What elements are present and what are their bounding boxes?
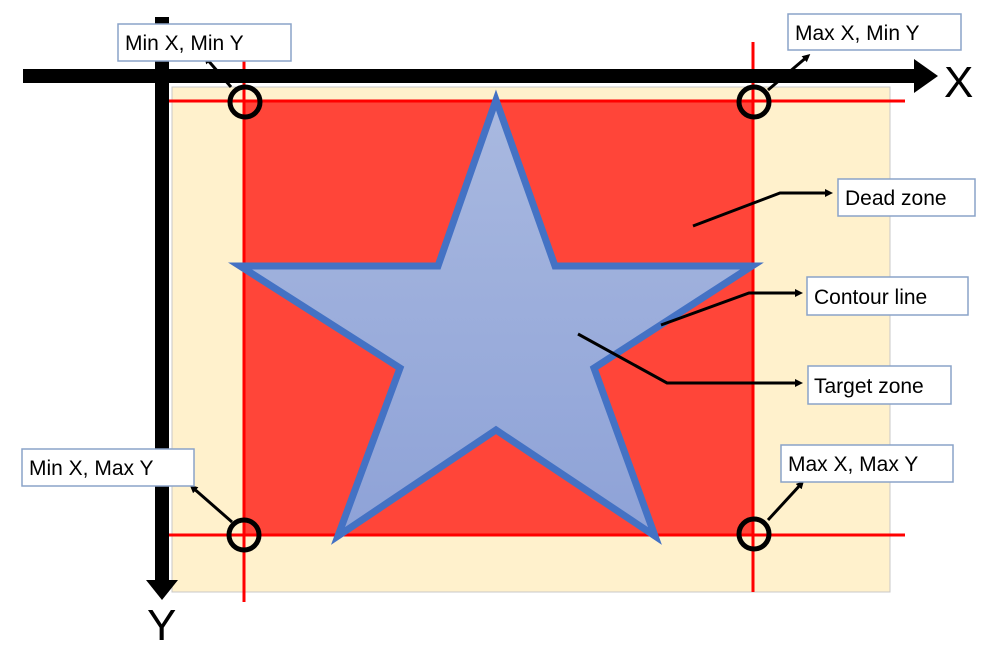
y-axis-label: Y: [147, 601, 176, 647]
arrow-contour-line: [660, 289, 803, 327]
x-axis-label: X: [944, 58, 973, 107]
corner-markers: [226, 84, 772, 553]
callout-min-x-min-y: Min X, Min Y: [117, 23, 292, 62]
label-contour-line: Contour line: [814, 286, 927, 309]
arrow-target-zone: [577, 332, 803, 387]
arrow-max-x-min-y: [767, 54, 811, 92]
boundary-lines: [158, 42, 905, 602]
arrow-min-x-min-y: [204, 55, 233, 88]
label-min-x-max-y: Min X, Max Y: [29, 457, 153, 480]
corner-circle-min-x-min-y: [227, 84, 263, 120]
callout-max-x-max-y: Max X, Max Y: [780, 444, 954, 483]
corner-circle-max-x-max-y: [736, 516, 772, 552]
corner-circle-max-x-min-y: [736, 84, 772, 120]
x-axis-arrow: [23, 59, 938, 93]
leader-arrows: [189, 54, 833, 524]
target-zone-star: [227, 89, 764, 545]
callout-max-x-min-y: Max X, Min Y: [787, 13, 962, 51]
y-axis-arrow: [146, 17, 178, 600]
label-target-zone: Target zone: [814, 375, 924, 398]
callout-target-zone: Target zone: [807, 365, 952, 405]
callout-contour-line: Contour line: [806, 276, 969, 316]
label-dead-zone: Dead zone: [845, 187, 947, 210]
label-max-x-min-y: Max X, Min Y: [795, 22, 919, 45]
label-min-x-min-y: Min X, Min Y: [125, 32, 244, 55]
corner-circle-min-x-max-y: [226, 517, 262, 553]
label-max-x-max-y: Max X, Max Y: [788, 453, 918, 476]
arrow-dead-zone: [692, 189, 833, 228]
callout-dead-zone: Dead zone: [837, 178, 976, 217]
arrow-min-x-max-y: [189, 485, 233, 524]
callout-min-x-max-y: Min X, Max Y: [21, 448, 195, 487]
arrow-max-x-max-y: [766, 480, 805, 522]
